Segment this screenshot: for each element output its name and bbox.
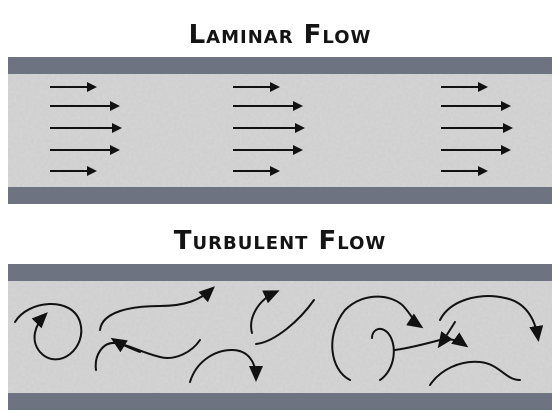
laminar-pipe [8,57,552,204]
turbulent-eddies [14,286,544,386]
laminar-flow-title: Laminar Flow [188,20,372,50]
turbulent-flow-title: Turbulent Flow [173,226,387,256]
turbulent-pipe-bottom-wall [8,393,552,410]
laminar-velocity-profile-1 [50,82,122,176]
laminar-pipe-fluid-texture [8,74,552,187]
turbulent-swirl-arrow [437,321,456,349]
turbulent-swirl-arrow [189,348,263,383]
turbulent-swirl-arrow [14,303,83,361]
turbulent-swirl-arrow [429,360,521,386]
turbulent-swirl-arrow [250,290,280,334]
turbulent-swirl-arrow [99,286,215,331]
laminar-velocity-profile-3 [441,82,513,176]
laminar-pipe-bottom-wall [8,187,552,204]
turbulent-pipe [8,264,552,410]
turbulent-swirl-arrow [331,295,424,381]
turbulent-pipe-top-wall [8,264,552,281]
laminar-pipe-top-wall [8,57,552,74]
turbulent-swirl-arrow [110,337,141,353]
turbulent-swirl-arrow [439,295,544,342]
turbulent-swirl-arrow [371,327,395,381]
laminar-velocity-profile-2 [233,82,305,176]
turbulent-swirl-arrow [94,339,201,371]
turbulent-swirl-arrow [255,299,315,345]
